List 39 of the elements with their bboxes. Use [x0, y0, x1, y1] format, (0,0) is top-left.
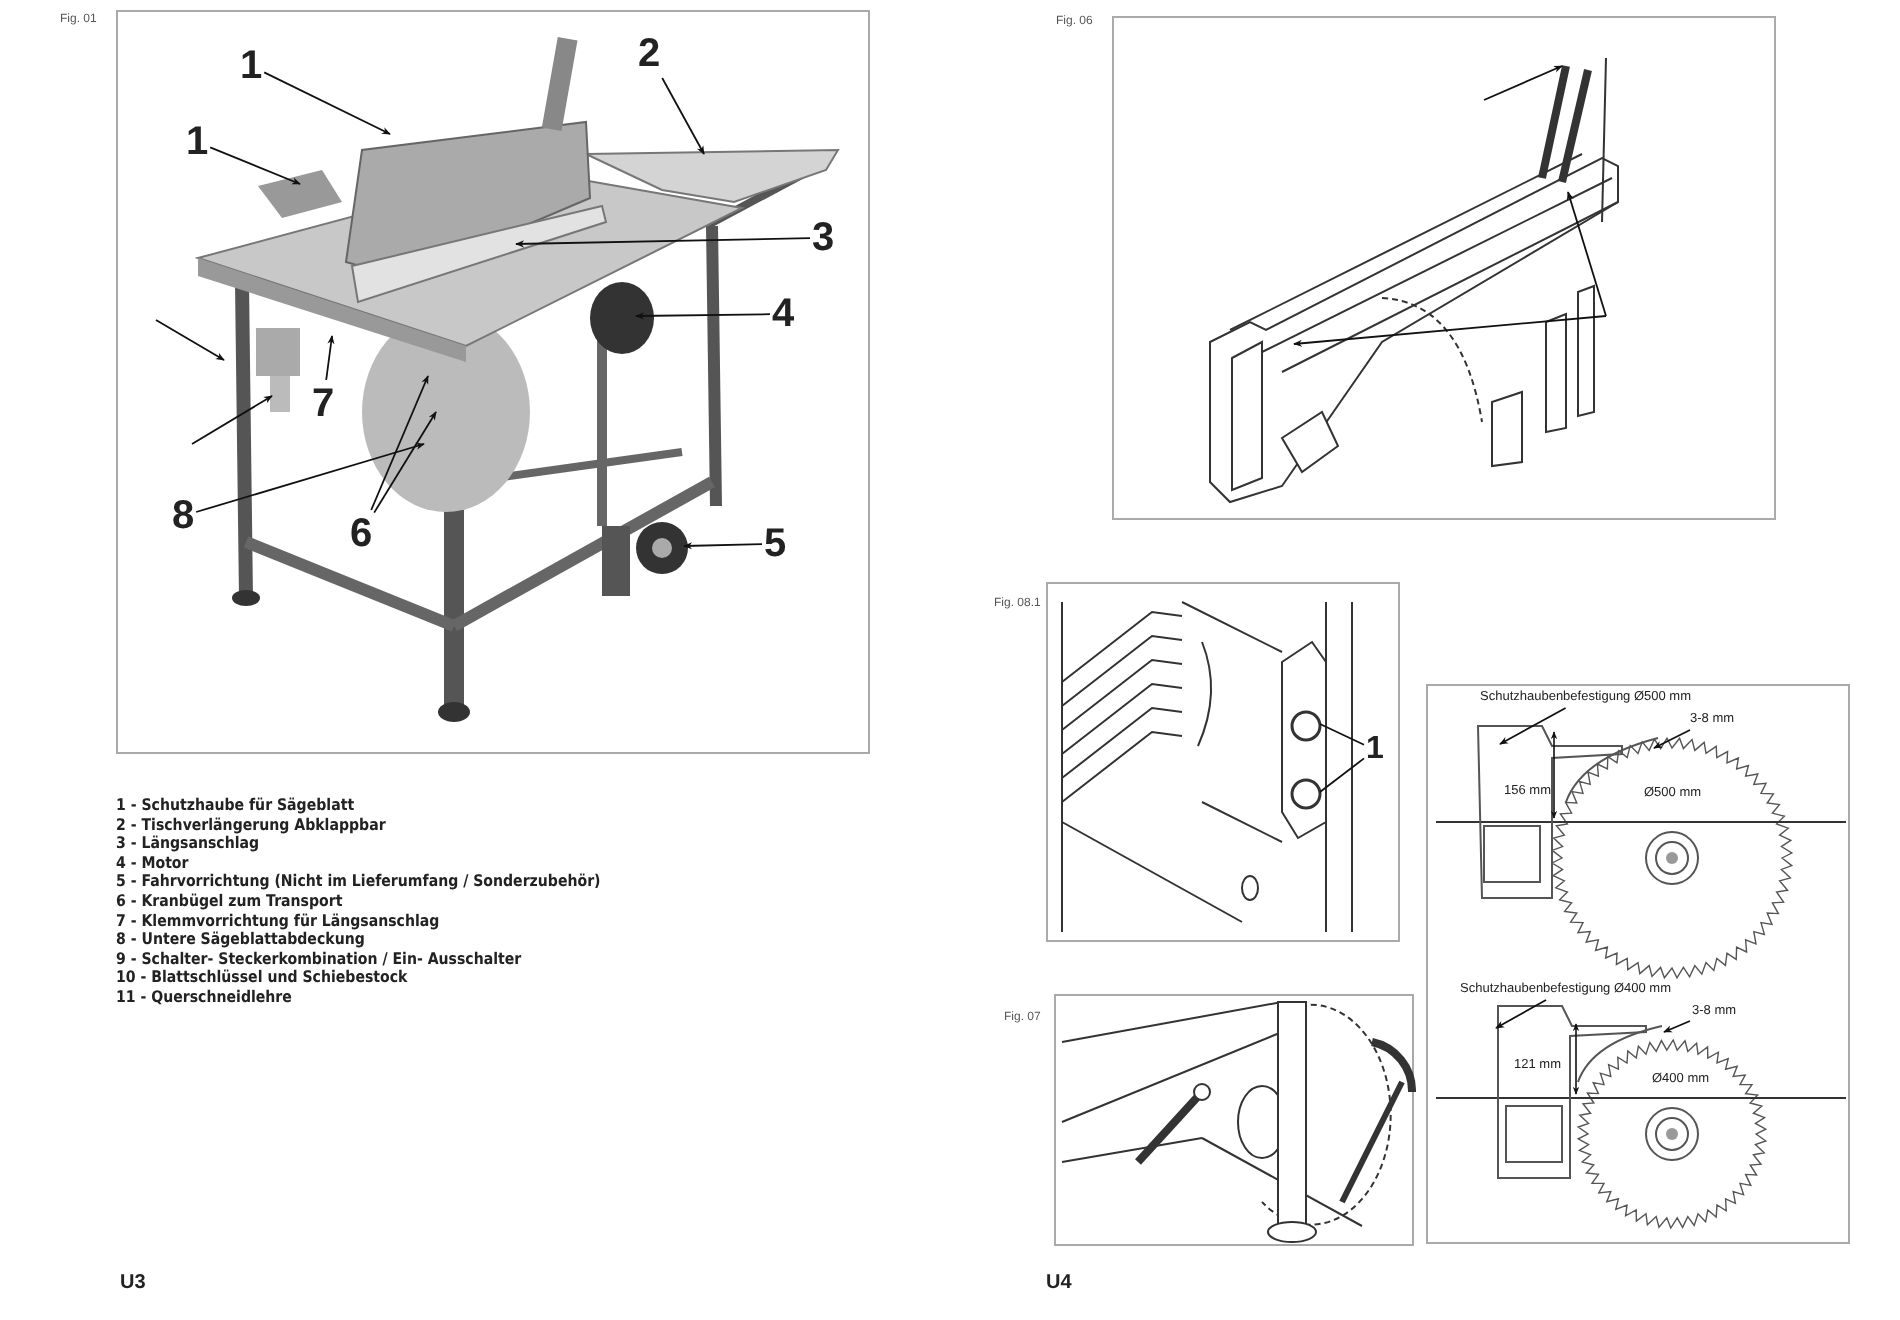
leader-line [1319, 757, 1365, 793]
callout-number: 1 [186, 120, 209, 164]
leader-line [1495, 999, 1547, 1029]
leader-line [635, 312, 771, 320]
callout-number: 8 [172, 494, 195, 538]
leader-line [1319, 723, 1365, 746]
callout-number: 4 [772, 292, 795, 336]
leader-line [515, 237, 811, 248]
leader-line [1499, 707, 1567, 745]
parts-list-item: 3 - Längsanschlag [116, 834, 260, 853]
callout-number: 5 [764, 522, 787, 566]
leader-line [325, 335, 335, 381]
callout-number: 7 [312, 382, 335, 426]
callout-number: 3 [812, 216, 835, 260]
parts-list-item: 5 - Fahrvorrichtung (Nicht im Lieferumfang / Sonderzubehör) [116, 872, 601, 891]
leader-line [195, 442, 425, 513]
parts-list-item: 8 - Untere Sägeblattabdeckung [116, 930, 365, 949]
leader-line [263, 71, 391, 135]
leader-line [1653, 729, 1691, 749]
parts-list-item: 7 - Klemmvorrichtung für Längsanschlag [116, 911, 440, 930]
parts-list-item: 1 - Schutzhaube für Sägeblatt [116, 796, 355, 814]
page-number: U3 [120, 1272, 146, 1294]
page-number: U4 [1046, 1272, 1072, 1294]
leader-line [373, 411, 437, 514]
leader-line [1663, 1020, 1691, 1033]
leader-line [661, 77, 705, 155]
parts-list-item: 2 - Tischverlängerung Abklappbar [116, 815, 386, 834]
leader-line [209, 146, 301, 185]
leader-line [370, 375, 429, 511]
callout-number: 1 [1366, 732, 1384, 768]
callout-number: 1 [240, 44, 263, 88]
parts-list-item: 11 - Querschneidlehre [116, 988, 292, 1006]
parts-list-item: 9 - Schalter- Steckerkombination / Ein- Ausschalter [116, 949, 522, 968]
parts-list-item: 4 - Motor [116, 853, 189, 872]
callout-number: 6 [350, 512, 373, 556]
callout-number: 2 [638, 32, 661, 76]
leader-line [683, 542, 763, 550]
parts-list-item: 10 - Blattschlüssel und Schiebestock [116, 968, 408, 987]
parts-list-item: 6 - Kranbügel zum Transport [116, 892, 343, 910]
